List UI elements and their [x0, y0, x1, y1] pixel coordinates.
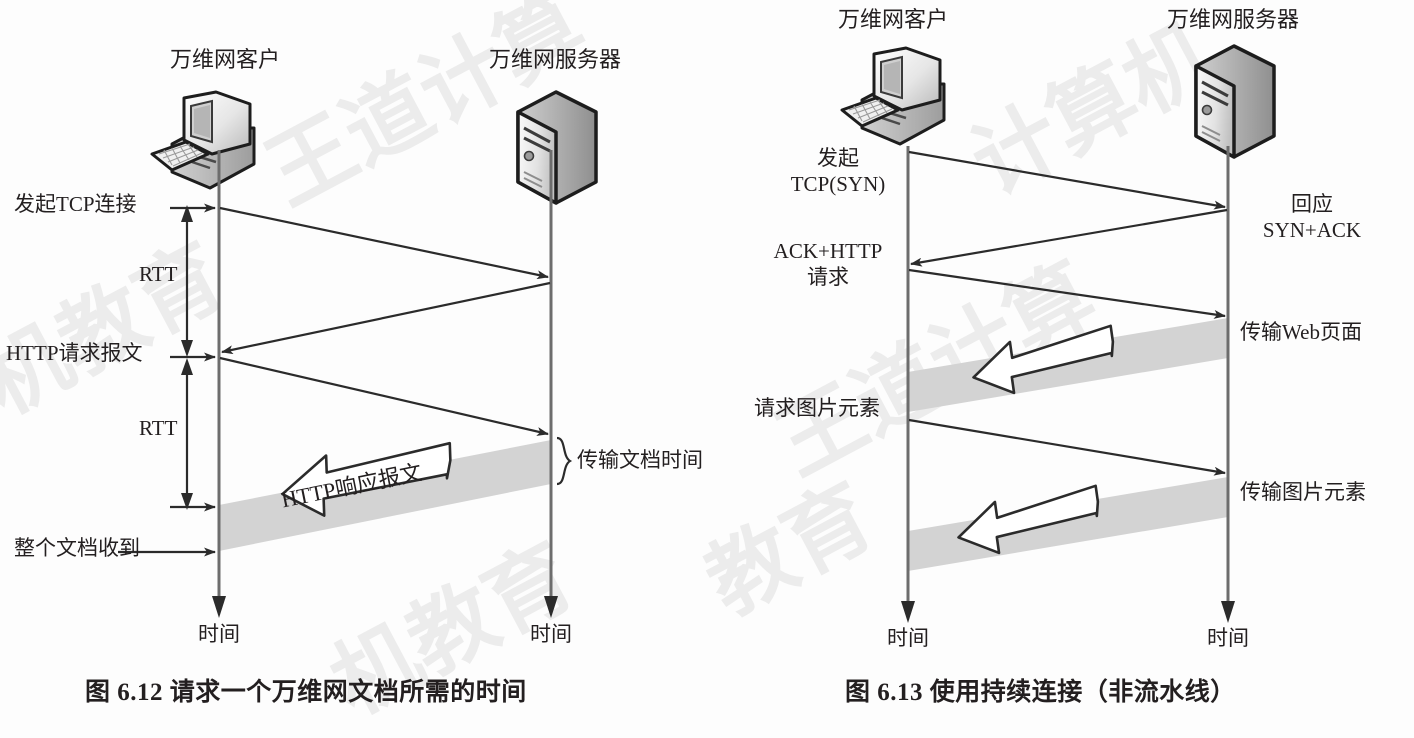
client-label-initiate-line1: 发起: [817, 146, 859, 170]
msg-arrow-httpreq-left: [219, 356, 549, 436]
figure-caption-6-13: 图 6.13 使用持续连接（非流水线）: [845, 679, 1236, 706]
msg-arrow-syn-right: [908, 150, 1226, 210]
msg-arrow-syn-left: [219, 206, 549, 280]
rtt-bar-1-arrow-bottom: [181, 340, 193, 357]
client-timeline-arrow-right: [901, 601, 915, 623]
desktop-computer-icon-left: [150, 90, 256, 190]
client-label-ack-line2: 请求: [807, 265, 849, 289]
event-label-whole-doc-received: 整个文档收到: [14, 536, 140, 560]
rtt-bar-2-arrow-top: [181, 358, 193, 375]
server-timeline-arrow-right: [1221, 601, 1235, 623]
client-label-request-image: 请求图片元素: [754, 396, 880, 420]
axis-label-time-server-right: 时间: [1207, 626, 1249, 650]
brace-label-transmission-time: 传输文档时间: [577, 448, 703, 472]
brace-transmission-time: [556, 436, 573, 486]
figure-caption-6-12: 图 6.12 请求一个万维网文档所需的时间: [85, 679, 527, 706]
rtt-bar-2-arrow-bottom: [181, 493, 193, 510]
msg-arrow-synack-right: [910, 208, 1228, 267]
band-flow-arrow-left: [281, 441, 452, 517]
msg-arrow-synack-left: [221, 281, 551, 355]
client-timeline-arrow-left: [212, 596, 226, 618]
node-label-server-left: 万维网服务器: [488, 47, 621, 72]
msg-arrow-httpreq-right: [908, 268, 1226, 319]
axis-label-time-server-left: 时间: [530, 622, 572, 646]
node-label-client-right: 万维网客户: [837, 7, 948, 32]
server-tower-icon-right: [1194, 44, 1276, 159]
axis-label-time-client-right: 时间: [887, 626, 929, 650]
band-flow-arrow-web-page: [972, 324, 1115, 395]
server-label-transmit-image: 传输图片元素: [1240, 480, 1366, 504]
msg-arrow-imgreq-right: [908, 418, 1226, 476]
transmission-band-left: [219, 440, 551, 551]
server-label-transmit-web-page: 传输Web页面: [1240, 320, 1362, 344]
client-label-initiate-line2: TCP(SYN): [790, 172, 886, 196]
axis-label-time-client-left: 时间: [198, 622, 240, 646]
interval-label-rtt-1: RTT: [139, 262, 178, 286]
rtt-bar-1-arrow-top: [181, 205, 193, 222]
interval-label-rtt-2: RTT: [139, 416, 178, 440]
client-label-ack-line1: ACK+HTTP: [773, 239, 883, 263]
desktop-computer-icon-right: [840, 46, 946, 146]
server-label-reply-line2: SYN+ACK: [1262, 218, 1362, 242]
node-label-server-right: 万维网服务器: [1166, 7, 1299, 32]
server-tower-icon-left: [516, 90, 598, 205]
event-label-http-request: HTTP请求报文: [6, 341, 143, 365]
transmission-band-image: [908, 477, 1228, 571]
server-timeline-arrow-left: [544, 596, 558, 618]
node-label-client-left: 万维网客户: [169, 47, 280, 72]
transmission-band-web-page: [908, 318, 1228, 412]
server-label-reply-line1: 回应: [1291, 192, 1333, 216]
band-flow-arrow-image: [957, 484, 1100, 555]
event-label-initiate-tcp: 发起TCP连接: [14, 192, 137, 216]
